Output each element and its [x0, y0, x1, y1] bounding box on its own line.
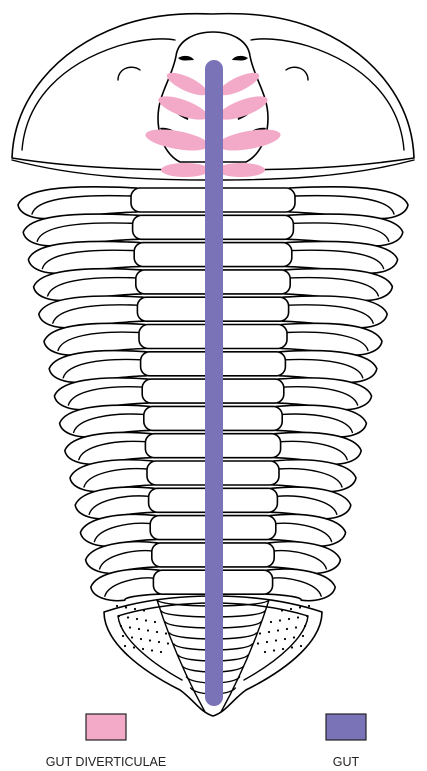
- stipple-dot: [286, 628, 288, 630]
- stipple-dot: [306, 615, 308, 617]
- legend-label-gut-diverticulae: GUT DIVERTICULAE: [46, 755, 166, 769]
- stipple-dot: [293, 636, 295, 638]
- stipple-dot: [302, 635, 304, 637]
- left-pleura: [91, 569, 160, 601]
- stipple-dot: [145, 619, 147, 621]
- stipple-dot: [116, 605, 118, 607]
- stipple-dot: [149, 639, 151, 641]
- stipple-dot: [297, 616, 299, 618]
- stipple-dot: [257, 642, 259, 644]
- stipple-dot: [122, 635, 124, 637]
- stipple-dot: [136, 618, 138, 620]
- gut-diverticulum: [217, 163, 265, 177]
- stipple-dot: [291, 646, 293, 648]
- stipple-dot: [279, 619, 281, 621]
- stipple-dot: [275, 639, 277, 641]
- stipple-dot: [138, 628, 140, 630]
- stipple-dot: [266, 641, 268, 643]
- stipple-dot: [273, 649, 275, 651]
- stipple-dot: [264, 651, 266, 653]
- stipple-dot: [268, 631, 270, 633]
- stipple-dot: [167, 642, 169, 644]
- stipple-dot: [295, 626, 297, 628]
- stipple-dot: [299, 606, 301, 608]
- stipple-dot: [284, 638, 286, 640]
- stipple-dot: [300, 645, 302, 647]
- stipple-dot: [133, 646, 135, 648]
- stipple-dot: [160, 651, 162, 653]
- right-pleura: [267, 569, 336, 601]
- stipple-dot: [143, 609, 145, 611]
- stipple-dot: [259, 632, 261, 634]
- stipple-dot: [270, 621, 272, 623]
- stipple-dot: [125, 606, 127, 608]
- stipple-dot: [308, 605, 310, 607]
- stipple-dot: [129, 626, 131, 628]
- stipple-dot: [134, 608, 136, 610]
- legend-swatch-gut-diverticulae: [86, 714, 126, 740]
- stipple-dot: [142, 648, 144, 650]
- stipple-dot: [158, 641, 160, 643]
- legend-swatch-gut: [326, 714, 366, 740]
- stipple-dot: [118, 615, 120, 617]
- stipple-dot: [290, 608, 292, 610]
- stipple-dot: [156, 631, 158, 633]
- stipple-dot: [151, 649, 153, 651]
- stipple-dot: [124, 645, 126, 647]
- stipple-dot: [147, 629, 149, 631]
- stipple-dot: [288, 618, 290, 620]
- stipple-dot: [154, 621, 156, 623]
- stipple-dot: [304, 625, 306, 627]
- stipple-dot: [120, 625, 122, 627]
- legend-label-gut: GUT: [333, 755, 360, 769]
- legend: GUT DIVERTICULAE GUT: [46, 714, 366, 769]
- stipple-dot: [281, 609, 283, 611]
- gut: [205, 60, 223, 706]
- stipple-dot: [165, 632, 167, 634]
- stipple-dot: [127, 616, 129, 618]
- stipple-dot: [282, 648, 284, 650]
- stipple-dot: [131, 636, 133, 638]
- gut-diverticulum: [161, 163, 209, 177]
- stipple-dot: [277, 629, 279, 631]
- stipple-dot: [140, 638, 142, 640]
